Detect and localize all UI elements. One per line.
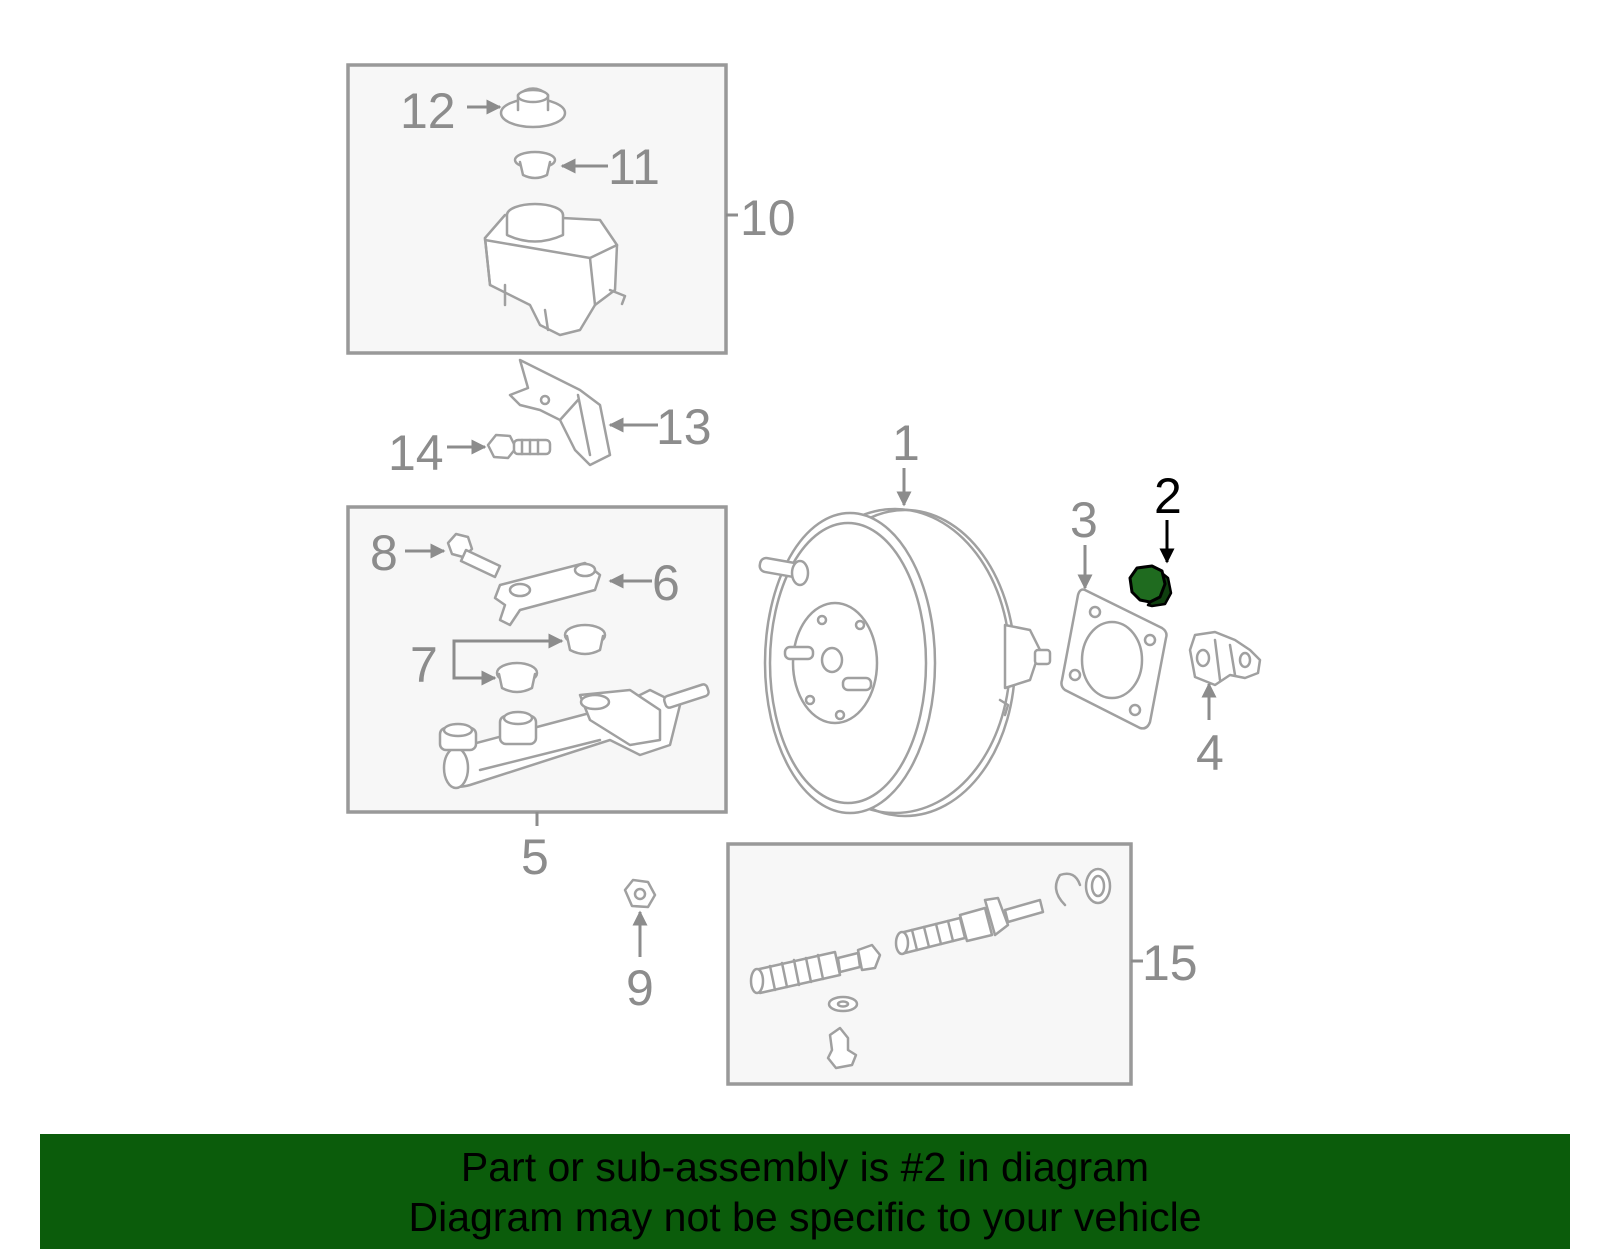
callout-6: 6 (652, 555, 680, 611)
callout-12: 12 (400, 83, 456, 139)
callout-13: 13 (656, 399, 712, 455)
master-cylinder-part (438, 683, 710, 790)
callout-4: 4 (1196, 725, 1224, 781)
reservoir-tank-part (483, 202, 627, 337)
banner-line-disclaimer: Diagram may not be specific to your vehi… (408, 1194, 1202, 1240)
callout-10: 10 (740, 190, 796, 246)
info-banner: Part or sub-assembly is #2 in diagram Di… (40, 1134, 1570, 1249)
callout-9: 9 (626, 960, 654, 1016)
callout-14: 14 (388, 425, 444, 481)
callout-5: 5 (521, 829, 549, 885)
cylinder-bracket-part (493, 561, 602, 627)
callout-8: 8 (370, 525, 398, 581)
callout-1: 1 (892, 415, 920, 471)
washer-part (827, 995, 859, 1013)
master-cylinder-group-box (346, 505, 728, 814)
brake-booster-part (758, 507, 1052, 818)
grommet-lower-part (495, 661, 539, 694)
stopper-pin-part (826, 1026, 858, 1070)
master-cylinder-bolt-part (446, 532, 502, 579)
callout-15: 15 (1142, 935, 1198, 991)
grommet-upper-part (563, 623, 607, 656)
callout-3: 3 (1070, 492, 1098, 548)
reservoir-strainer-part (513, 150, 557, 180)
callout-11: 11 (608, 139, 660, 195)
callout-7: 7 (410, 637, 438, 693)
booster-gasket-part (1060, 588, 1168, 730)
booster-nut-part (623, 878, 657, 909)
piston-front-part (749, 943, 882, 995)
callout-2: 2 (1154, 468, 1182, 524)
bracket-bolt-part (486, 433, 552, 460)
leader-lines (405, 99, 1217, 963)
highlighted-nut-part[interactable] (1128, 564, 1173, 608)
snap-ring-part (1054, 867, 1112, 907)
reservoir-cap-part (499, 87, 567, 129)
banner-line-part-number: Part or sub-assembly is #2 in diagram (460, 1144, 1150, 1190)
parts-diagram: 12 11 10 13 14 1 2 3 4 8 6 7 5 9 15 (346, 63, 1262, 1086)
reservoir-bracket-part (508, 358, 612, 467)
clevis-part (1188, 630, 1262, 687)
piston-rear-part (894, 896, 1045, 956)
